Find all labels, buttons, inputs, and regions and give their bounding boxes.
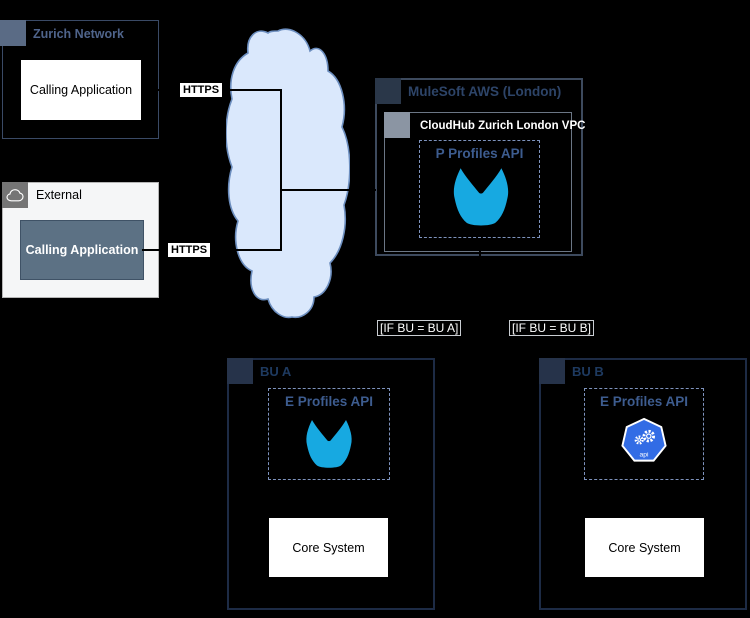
connector-cloud-to-mulesoft — [281, 189, 376, 191]
bu-b-title: BU B — [572, 364, 604, 379]
connector-external-to-cloud — [142, 249, 281, 251]
external-title: External — [36, 188, 82, 202]
cloudhub-vpc-header-square — [384, 112, 410, 138]
bu-a-core-system-box: Core System — [269, 518, 388, 577]
mule-icon — [306, 420, 352, 468]
bu-b-header-square — [539, 358, 565, 384]
p-profiles-api-box: P Profiles API — [419, 140, 540, 238]
cloudhub-vpc-box — [384, 112, 572, 252]
cloudhub-vpc-title: CloudHub Zurich London VPC — [420, 120, 586, 132]
external-calling-application-box: Calling Application — [20, 220, 144, 280]
mulesoft-aws-header-square — [375, 78, 401, 104]
https-label-bottom: HTTPS — [168, 243, 211, 257]
condition-label-bu-a: [IF BU = BU A] — [377, 320, 462, 336]
zurich-network-header-square — [0, 20, 26, 46]
bu-b-e-profiles-api-title: E Profiles API — [599, 394, 689, 409]
kubernetes-api-icon: api — [621, 417, 667, 462]
condition-label-bu-b: [IF BU = BU B] — [509, 320, 595, 336]
bu-a-title: BU A — [260, 364, 292, 379]
bu-b-core-system-box: Core System — [585, 518, 704, 577]
external-header-square — [2, 182, 28, 208]
internet-cloud-icon — [226, 28, 350, 319]
bu-a-e-profiles-api-title: E Profiles API — [284, 394, 374, 409]
cloud-icon — [6, 189, 24, 202]
connector-cloud-vertical — [280, 89, 282, 251]
https-label-top: HTTPS — [180, 83, 223, 97]
bu-b-e-profiles-api-box: E Profiles API — [584, 388, 704, 480]
kubernetes-api-icon-label: api — [640, 451, 649, 458]
mule-icon — [453, 168, 509, 226]
connector-mulesoft-down-stub — [479, 250, 481, 267]
bu-a-header-square — [227, 358, 253, 384]
zurich-network-title: Zurich Network — [33, 27, 124, 41]
bu-a-e-profiles-api-box: E Profiles API — [268, 388, 390, 480]
p-profiles-api-title: P Profiles API — [435, 146, 524, 161]
zurich-calling-application-box: Calling Application — [21, 60, 141, 120]
mulesoft-aws-title: MuleSoft AWS (London) — [408, 84, 562, 99]
